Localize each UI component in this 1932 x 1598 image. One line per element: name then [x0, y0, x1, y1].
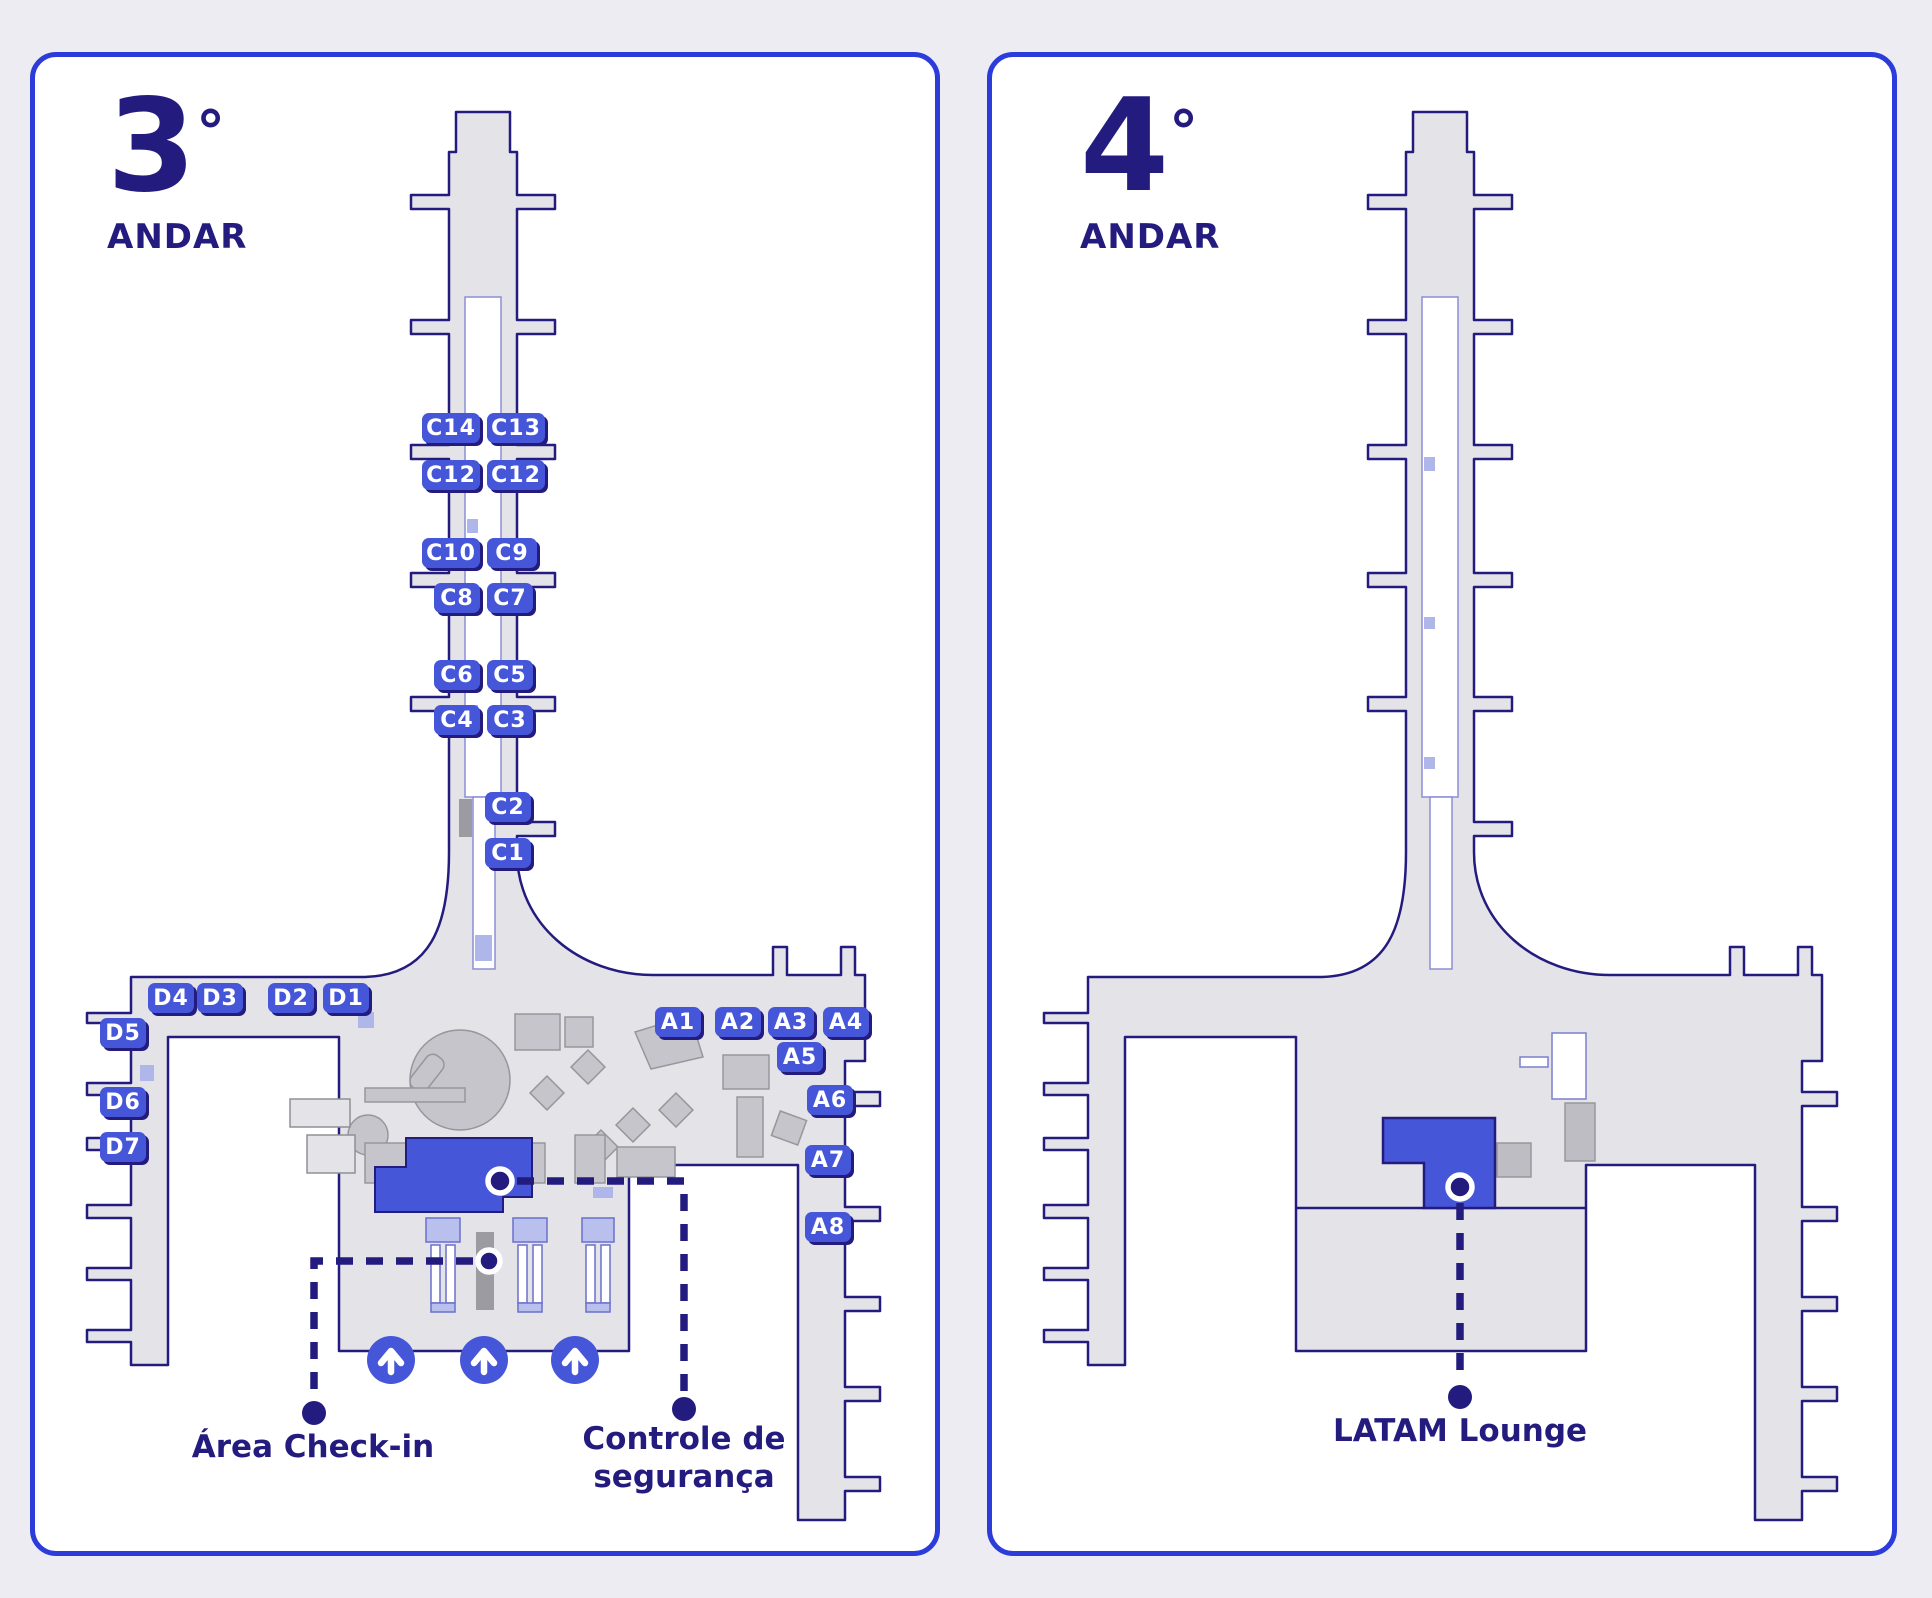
gate-chip-d6: D6	[100, 1087, 146, 1117]
gate-chip-d3: D3	[197, 983, 243, 1013]
gate-chip-a7: A7	[805, 1145, 851, 1175]
security-label-line2: segurança	[593, 1458, 775, 1495]
pier-corridor	[1421, 296, 1459, 970]
checkin-leader-line	[310, 1257, 473, 1401]
degree-icon: °	[196, 98, 226, 166]
gate-chip-d4: D4	[148, 983, 194, 1013]
gate-chip-a1: A1	[655, 1007, 701, 1037]
outlined-rooms	[289, 1098, 356, 1174]
floor4-label: ANDAR	[1080, 217, 1221, 257]
degree-icon: °	[1169, 98, 1199, 166]
checkin-label: Área Check-in	[191, 1429, 435, 1465]
lounge-marker-dot	[1445, 1172, 1475, 1202]
gate-chip-a3: A3	[768, 1007, 814, 1037]
floor3-number: 3°	[107, 72, 226, 221]
gate-chip-c12-right: C12	[487, 460, 545, 490]
gate-chip-a2: A2	[715, 1007, 761, 1037]
security-marker-dot	[485, 1166, 515, 1196]
gate-chip-c14: C14	[422, 413, 480, 443]
gate-chip-c8: C8	[434, 583, 480, 613]
gate-chip-c5: C5	[487, 660, 533, 690]
floor3-panel: 3° ANDAR	[30, 52, 940, 1556]
gate-chip-c9: C9	[487, 538, 537, 568]
gate-chip-a6: A6	[807, 1085, 853, 1115]
floor4-number: 4°	[1080, 72, 1199, 221]
gate-chip-c4: C4	[434, 705, 480, 735]
checkin-counters	[425, 1217, 615, 1313]
gate-chip-a4: A4	[823, 1007, 869, 1037]
floor4-map	[1042, 110, 1839, 1522]
floor4-panel: 4° ANDAR LATAM Loung	[987, 52, 1897, 1556]
security-label: Controle de segurança	[524, 1421, 844, 1497]
gate-chip-c7: C7	[487, 583, 533, 613]
lounge-label: LATAM Lounge	[1332, 1413, 1588, 1449]
gate-chip-d5: D5	[100, 1018, 146, 1048]
gate-chip-d1: D1	[323, 983, 369, 1013]
gate-chip-c10: C10	[422, 538, 480, 568]
security-label-line1: Controle de	[582, 1421, 786, 1457]
gate-chip-c3: C3	[487, 705, 533, 735]
security-leader-end-dot	[672, 1397, 696, 1421]
floor3-header: 3° ANDAR	[107, 72, 248, 258]
gate-chip-d2: D2	[268, 983, 314, 1013]
periwinkle-accents	[140, 1012, 613, 1198]
entrance-arrow-icons	[367, 1336, 599, 1384]
checkin-leader-end-dot	[302, 1401, 326, 1425]
gate-chip-a8: A8	[805, 1212, 851, 1242]
security-leader-line	[517, 1177, 688, 1397]
floor3-map	[85, 110, 882, 1522]
gate-chip-c2: C2	[485, 792, 531, 822]
floor4-header: 4° ANDAR	[1080, 72, 1221, 258]
gate-chip-c13: C13	[487, 413, 545, 443]
gate-chip-c6: C6	[434, 660, 480, 690]
gate-chip-c1: C1	[485, 838, 531, 868]
gate-chip-d7: D7	[100, 1132, 146, 1162]
lounge-level-rooms	[1496, 1032, 1596, 1178]
gate-chip-c12-left: C12	[422, 460, 480, 490]
lounge-leader-end-dot	[1448, 1385, 1472, 1409]
gate-chip-a5: A5	[777, 1042, 823, 1072]
floor3-label: ANDAR	[107, 217, 248, 257]
checkin-marker-dot	[475, 1247, 503, 1275]
